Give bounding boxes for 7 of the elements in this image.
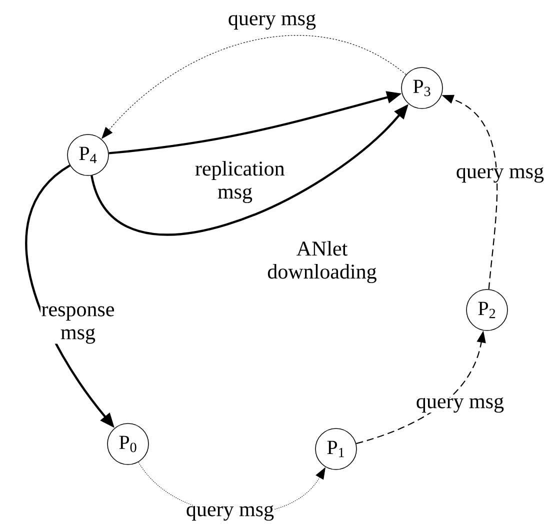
edge-label: query msg xyxy=(416,397,504,413)
edge-label: query msg xyxy=(186,505,274,521)
edge-label: query msg xyxy=(456,167,544,183)
edge-label: query msg xyxy=(228,14,316,30)
edge-label: response msg xyxy=(40,306,116,344)
edge-label: replication msg xyxy=(195,160,284,204)
edge-label: ANlet downloading xyxy=(267,240,377,284)
